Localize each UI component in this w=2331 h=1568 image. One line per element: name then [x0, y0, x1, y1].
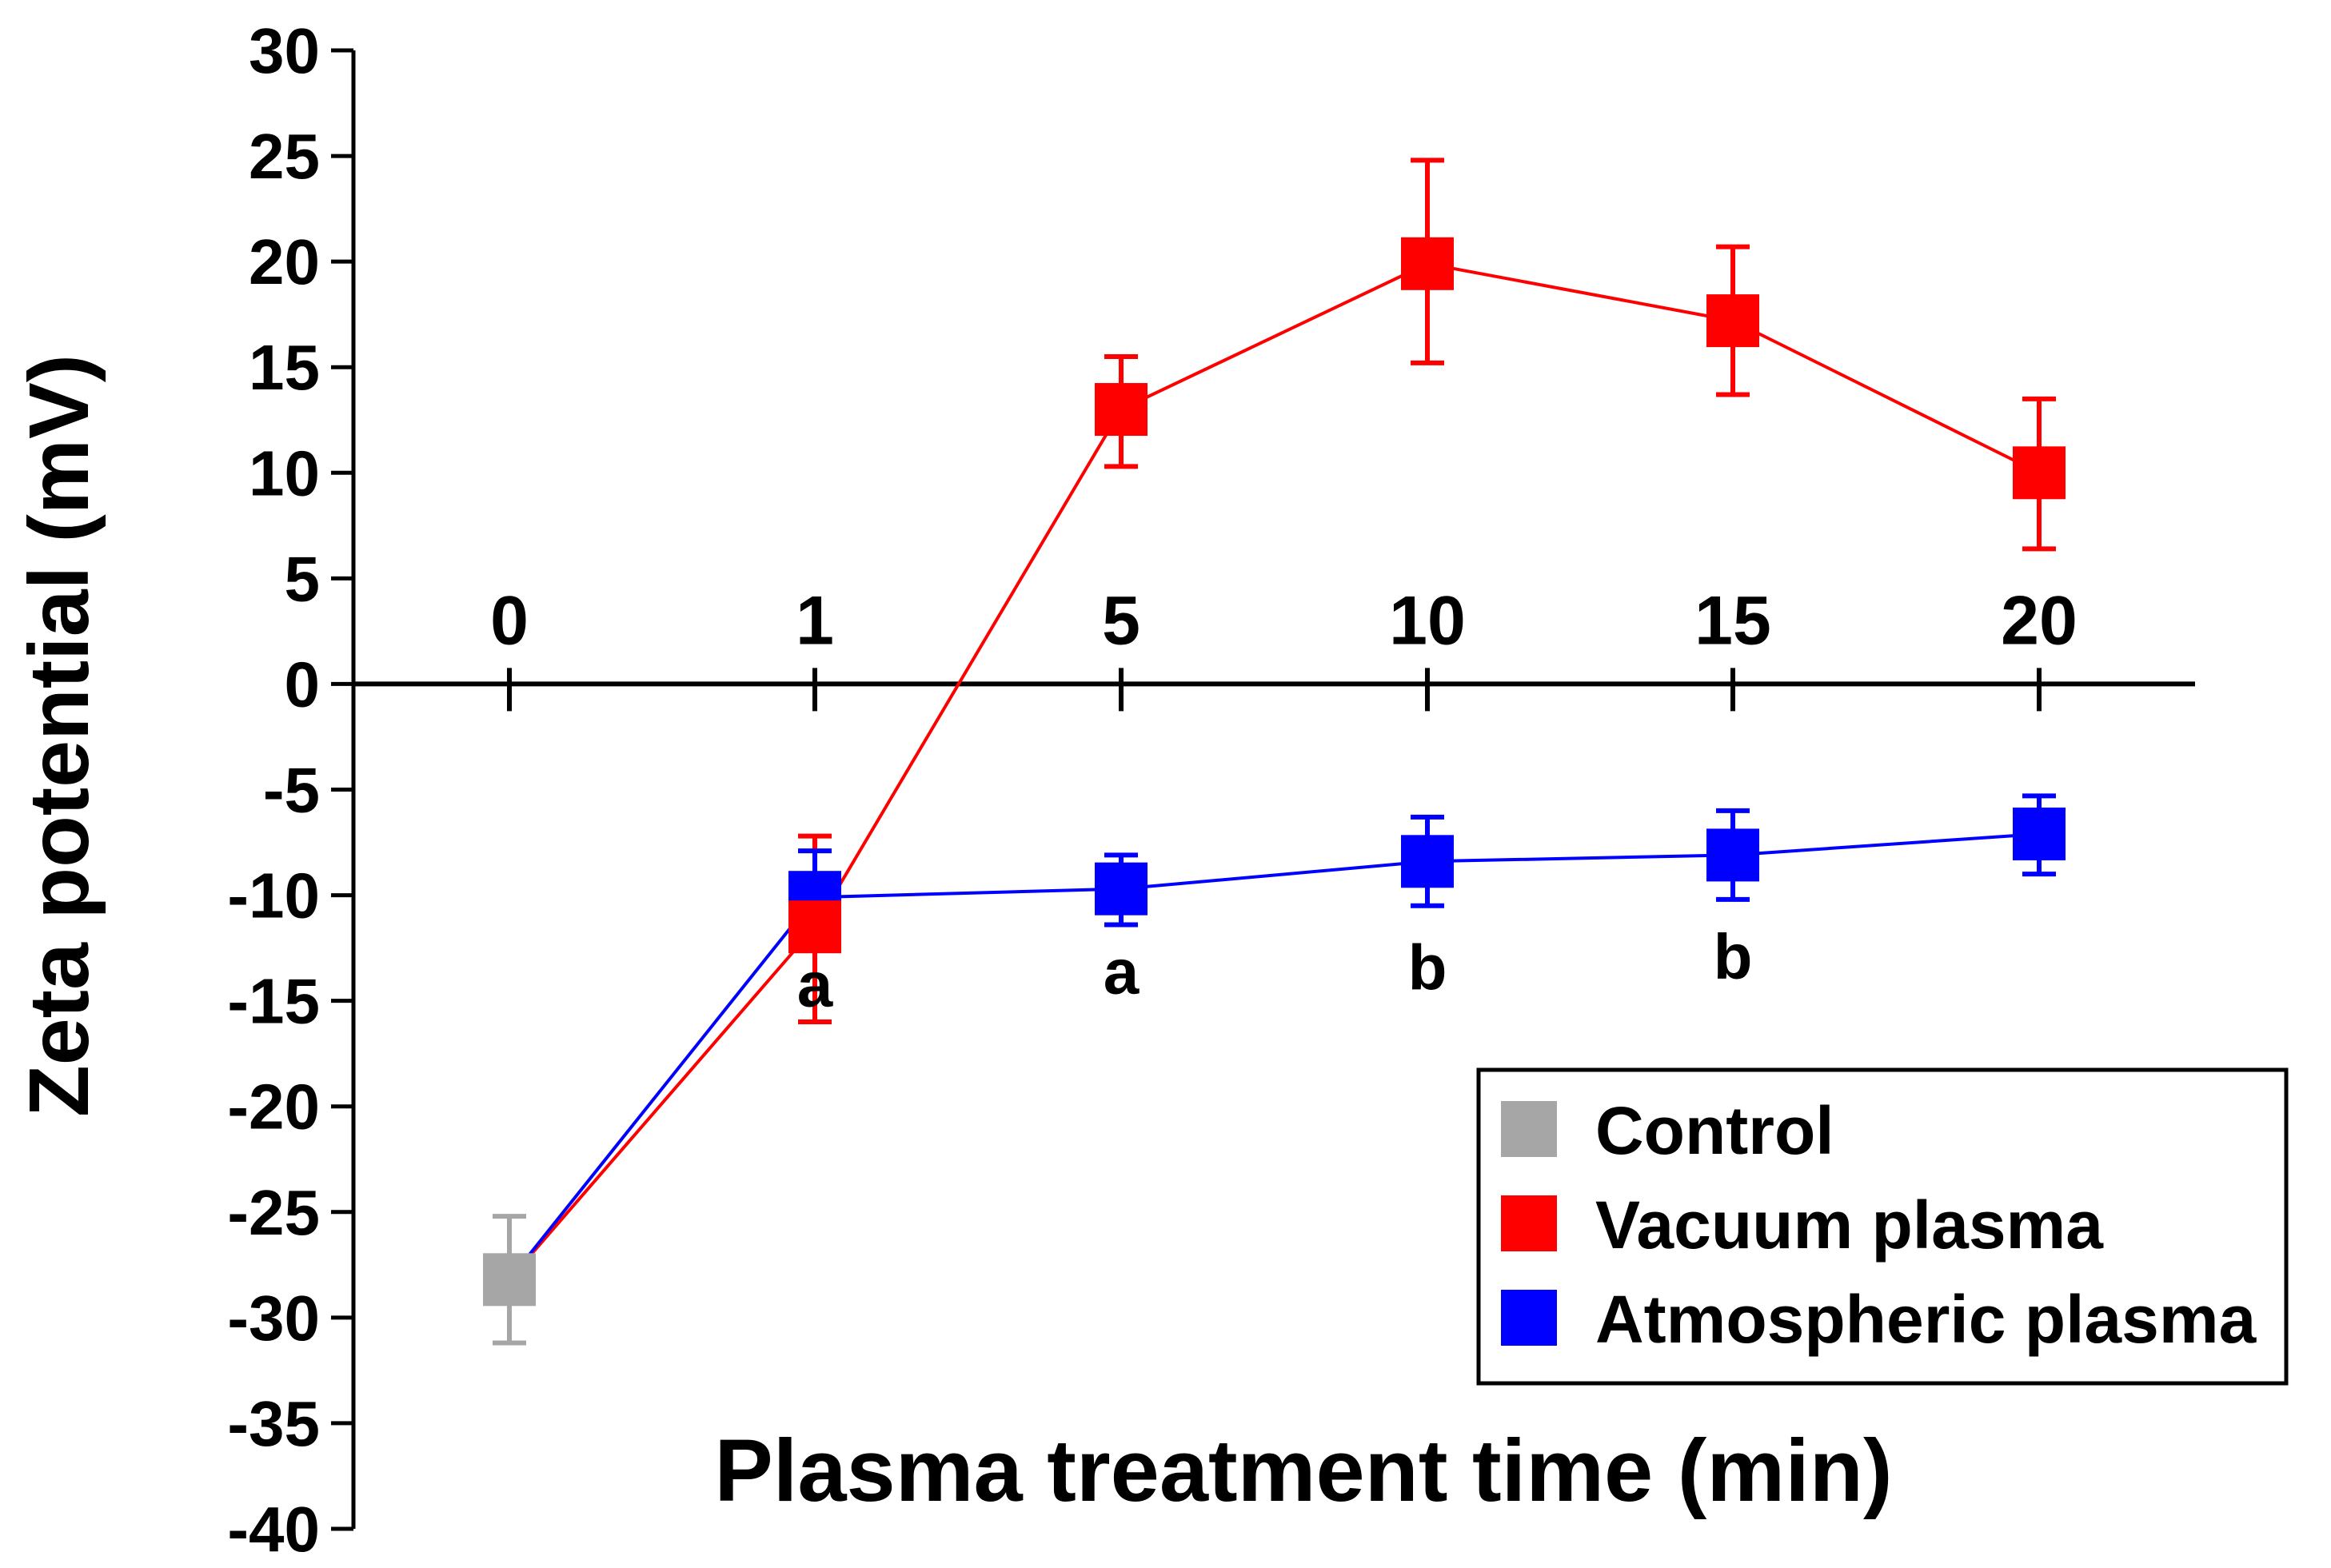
legend-box	[1476, 1067, 2289, 1386]
y-tick-label: 0	[285, 648, 321, 720]
y-tick-label: 20	[249, 226, 320, 297]
legend-swatch	[1501, 1290, 1557, 1346]
y-tick-label: -35	[227, 1388, 320, 1459]
significance-letter: a	[797, 949, 833, 1020]
legend-label: Control	[1595, 1093, 1834, 1168]
y-tick-label: -20	[227, 1071, 320, 1143]
y-axis: 30 25 20 15 10 5 0 -5 -10 -15 -20 -25 -30 -35 -40	[227, 15, 356, 1565]
y-tick-label: 25	[249, 121, 320, 192]
x-tick-label: 20	[2001, 582, 2078, 659]
y-tick-label: 15	[249, 332, 320, 403]
series-lines	[508, 261, 2040, 1281]
x-tick-label: 1	[796, 582, 834, 659]
data-marker	[1401, 835, 1454, 888]
data-marker	[1095, 862, 1148, 916]
data-marker	[788, 900, 841, 954]
data-marker	[1706, 828, 1759, 882]
x-tick-label: 15	[1694, 582, 1771, 659]
data-marker	[1095, 383, 1148, 437]
significance-letter: b	[1408, 932, 1447, 1003]
x-axis-label: Plasma treatment time (min)	[714, 1422, 1892, 1520]
series-line-vacuum-plasma	[508, 261, 2040, 1281]
y-tick-label: -15	[227, 966, 320, 1037]
legend-label: Atmospheric plasma	[1595, 1282, 2257, 1357]
data-marker	[2013, 807, 2066, 860]
data-markers	[483, 237, 2066, 1307]
y-tick-label: -25	[227, 1177, 320, 1248]
significance-letter: a	[1104, 936, 1140, 1007]
y-tick-label: 10	[249, 437, 320, 509]
x-tick-label: 0	[490, 582, 529, 659]
y-tick-label: -5	[263, 755, 320, 826]
x-tick-label: 5	[1102, 582, 1140, 659]
legend-swatch	[1501, 1101, 1557, 1157]
data-marker	[483, 1253, 536, 1307]
y-tick-label: -10	[227, 860, 320, 932]
y-tick-label: 30	[249, 15, 320, 86]
data-marker	[1706, 294, 1759, 348]
data-marker	[1401, 237, 1454, 290]
legend-label: Vacuum plasma	[1595, 1187, 2104, 1263]
x-tick-label: 10	[1389, 582, 1466, 659]
significance-letter: b	[1714, 921, 1753, 992]
y-tick-label: -30	[227, 1283, 320, 1354]
y-tick-label: 5	[285, 543, 321, 614]
y-tick-label: -40	[227, 1494, 320, 1565]
series-line-atmospheric-plasma	[508, 832, 2040, 1281]
y-axis-label: Zeta potential (mV)	[12, 354, 106, 1117]
data-marker	[2013, 446, 2066, 500]
legend-swatch	[1501, 1195, 1557, 1251]
